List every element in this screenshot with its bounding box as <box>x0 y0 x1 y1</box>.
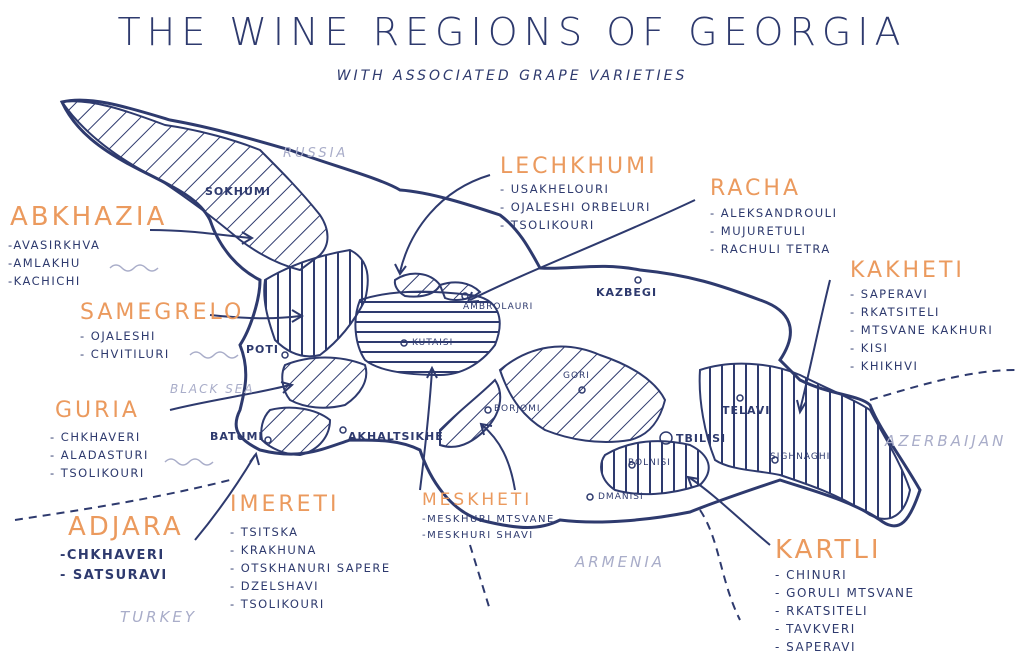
region-imereti: IMERETI <box>230 492 340 517</box>
border-turkey <box>14 479 231 521</box>
abkhazia-grapes: -AVASIRKHVA -AMLAKHU -KACHICHI <box>8 236 100 290</box>
kakheti-grapes: - SAPERAVI - RKATSITELI - MTSVANE KAKHUR… <box>850 285 993 375</box>
region-abkhazia: ABKHAZIA <box>10 202 168 232</box>
grape-item: - ALADASTURI <box>50 448 149 462</box>
guria-area <box>281 356 368 409</box>
grape-item: - CHVITILURI <box>80 347 170 361</box>
black-sea-label: BLACK SEA <box>170 382 255 396</box>
region-kartli: KARTLI <box>775 535 882 565</box>
grape-item: - RKATSITELI <box>850 305 940 319</box>
country-turkey: TURKEY <box>120 608 198 626</box>
grape-item: - MTSVANE KAKHURI <box>850 323 994 337</box>
grape-item: - SATSURAVI <box>60 568 168 583</box>
grape-item: -MESKHURI SHAVI <box>422 530 534 541</box>
grape-item: -MESKHURI MTSVANE <box>422 514 555 525</box>
grape-item: -KACHICHI <box>8 274 81 288</box>
city-tbilisi: TBILISI <box>676 432 727 445</box>
grape-item: - RACHULI TETRA <box>710 242 831 256</box>
region-racha: RACHA <box>710 176 802 201</box>
grape-item: - RKATSITELI <box>775 604 869 618</box>
wave-3 <box>164 458 214 466</box>
city-akhaltsikhe: AKHALTSIKHE <box>348 430 444 443</box>
grape-item: - GORULI MTSVANE <box>775 586 915 600</box>
border-armenia <box>469 544 491 611</box>
meskheti-grapes: -MESKHURI MTSVANE -MESKHURI SHAVI <box>422 512 555 544</box>
page-subtitle: WITH ASSOCIATED GRAPE VARIETIES <box>336 68 688 84</box>
grape-item: - OJALESHI ORBELURI <box>500 200 651 214</box>
grape-item: - KRAKHUNA <box>230 543 317 557</box>
city-bolnisi: BOLNISI <box>628 458 671 468</box>
city-poti: POTI <box>246 343 280 356</box>
city-sokhumi: SOKHUMI <box>205 185 271 198</box>
grape-item: -AMLAKHU <box>8 256 81 270</box>
city-telavi: TELAVI <box>722 404 771 417</box>
region-kakheti: KAKHETI <box>850 258 965 283</box>
grape-item: -CHKHAVERI <box>60 548 165 563</box>
region-guria: GURIA <box>55 398 140 423</box>
city-batumi: BATUMI <box>210 430 264 443</box>
racha-grapes: - ALEKSANDROULI - MUJURETULI - RACHULI T… <box>710 204 837 258</box>
country-russia: RUSSIA <box>283 146 349 161</box>
samegrelo-area <box>263 248 369 358</box>
grape-item: - TSOLIKOURI <box>500 218 595 232</box>
grape-item: - MUJURETULI <box>710 224 807 238</box>
abkhazia-area <box>60 100 329 272</box>
region-arrows <box>149 174 831 546</box>
city-ambrolauri: AMBROLAURI <box>463 302 534 312</box>
city-kutaisi: KUTAISI <box>412 338 454 348</box>
grape-item: - TSOLIKOURI <box>230 597 325 611</box>
lechkhumi-area <box>393 272 442 298</box>
city-dots <box>264 276 779 501</box>
grape-item: - KHIKHVI <box>850 359 919 373</box>
grape-item: - OJALESHI <box>80 329 156 343</box>
grape-item: - CHINURI <box>775 568 848 582</box>
kartli-grapes: - CHINURI - GORULI MTSVANE - RKATSITELI … <box>775 566 915 656</box>
grape-item: - ALEKSANDROULI <box>710 206 838 220</box>
grape-item: - SAPERAVI <box>775 640 857 654</box>
page-title: THE WINE REGIONS OF GEORGIA <box>117 10 907 54</box>
samegrelo-grapes: - OJALESHI - CHVITILURI <box>80 327 170 363</box>
kakheti-area <box>698 362 912 520</box>
adjara-grapes: -CHKHAVERI - SATSURAVI <box>60 546 168 586</box>
border-azerbaijan <box>869 369 1016 401</box>
kartli-area <box>498 345 667 443</box>
adjara-area <box>260 406 332 457</box>
grape-item: - SAPERAVI <box>850 287 929 301</box>
city-borjomi: BORJOMI <box>494 404 541 414</box>
city-dmanisi: DMANISI <box>598 492 644 502</box>
grape-item: - OTSKHANURI SAPERE <box>230 561 391 575</box>
grape-item: - TSOLIKOURI <box>50 466 145 480</box>
grape-item: - USAKHELOURI <box>500 182 610 196</box>
region-adjara: ADJARA <box>68 512 184 542</box>
grape-item: - TSITSKA <box>230 525 299 539</box>
wave-2 <box>189 351 239 359</box>
lechkhumi-grapes: - USAKHELOURI - OJALESHI ORBELURI - TSOL… <box>500 180 651 234</box>
region-meskheti: MESKHETI <box>422 490 533 510</box>
city-sighnaghi: SIGHNAGHI <box>770 452 831 462</box>
border-armenia-east <box>699 509 741 621</box>
city-kazbegi: KAZBEGI <box>596 286 658 299</box>
georgia-outline <box>59 98 922 529</box>
guria-grapes: - CHKHAVERI - ALADASTURI - TSOLIKOURI <box>50 428 149 482</box>
imereti-grapes: - TSITSKA - KRAKHUNA - OTSKHANURI SAPERE… <box>230 523 391 613</box>
region-lechkhumi: LECHKHUMI <box>500 154 658 179</box>
country-armenia: ARMENIA <box>575 553 666 571</box>
grape-item: - TAVKVERI <box>775 622 856 636</box>
meskheti-area <box>439 378 502 448</box>
grape-item: - DZELSHAVI <box>230 579 320 593</box>
grape-item: -AVASIRKHVA <box>8 238 101 252</box>
wave-1 <box>109 264 159 272</box>
country-azerbaijan: AZERBAIJAN <box>885 432 1007 450</box>
city-gori: GORI <box>563 371 590 381</box>
grape-item: - KISI <box>850 341 889 355</box>
region-samegrelo: SAMEGRELO <box>80 300 245 325</box>
grape-item: - CHKHAVERI <box>50 430 141 444</box>
